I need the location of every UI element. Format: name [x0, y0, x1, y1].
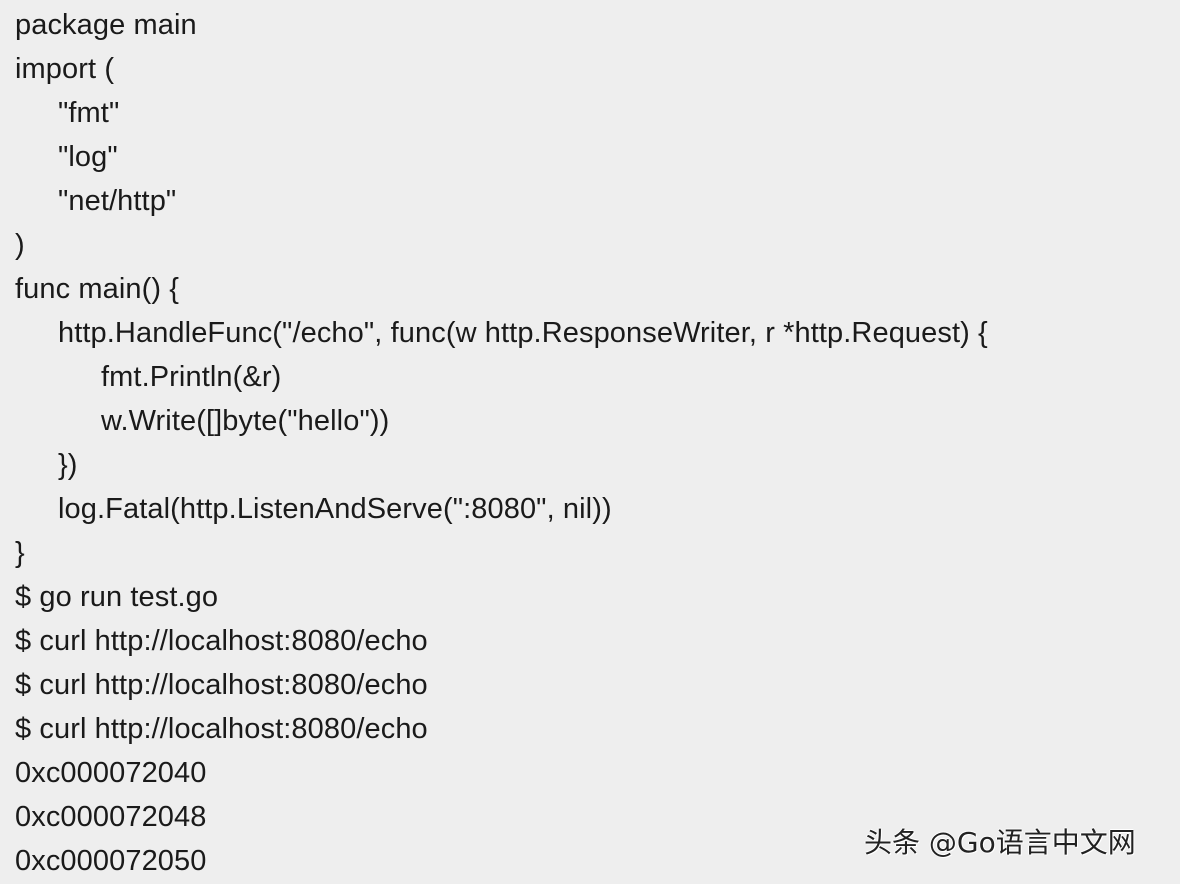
- code-line: func main() {: [15, 273, 180, 305]
- terminal-command: $ curl http://localhost:8080/echo: [15, 625, 428, 657]
- code-line: w.Write([]byte("hello")): [101, 405, 390, 437]
- code-line: }): [58, 449, 78, 481]
- terminal-command: $ curl http://localhost:8080/echo: [15, 669, 428, 701]
- terminal-output: 0xc000072048: [15, 801, 207, 833]
- terminal-command: $ go run test.go: [15, 581, 219, 613]
- code-line: package main: [15, 9, 197, 41]
- code-snippet: package main import ( "fmt" "log" "net/h…: [15, 3, 988, 883]
- terminal-output: 0xc000072040: [15, 757, 207, 789]
- terminal-output: 0xc000072050: [15, 845, 207, 877]
- code-line: import (: [15, 53, 115, 85]
- code-line: "log": [58, 141, 118, 173]
- code-line: "net/http": [58, 185, 177, 217]
- code-line: ): [15, 229, 25, 261]
- code-line: log.Fatal(http.ListenAndServe(":8080", n…: [58, 493, 612, 525]
- code-line: http.HandleFunc("/echo", func(w http.Res…: [58, 317, 988, 349]
- code-line: "fmt": [58, 97, 120, 129]
- code-line: }: [15, 537, 25, 569]
- terminal-command: $ curl http://localhost:8080/echo: [15, 713, 428, 745]
- code-line: fmt.Println(&r): [101, 361, 282, 393]
- watermark: 头条 @Go语言中文网: [864, 826, 1136, 859]
